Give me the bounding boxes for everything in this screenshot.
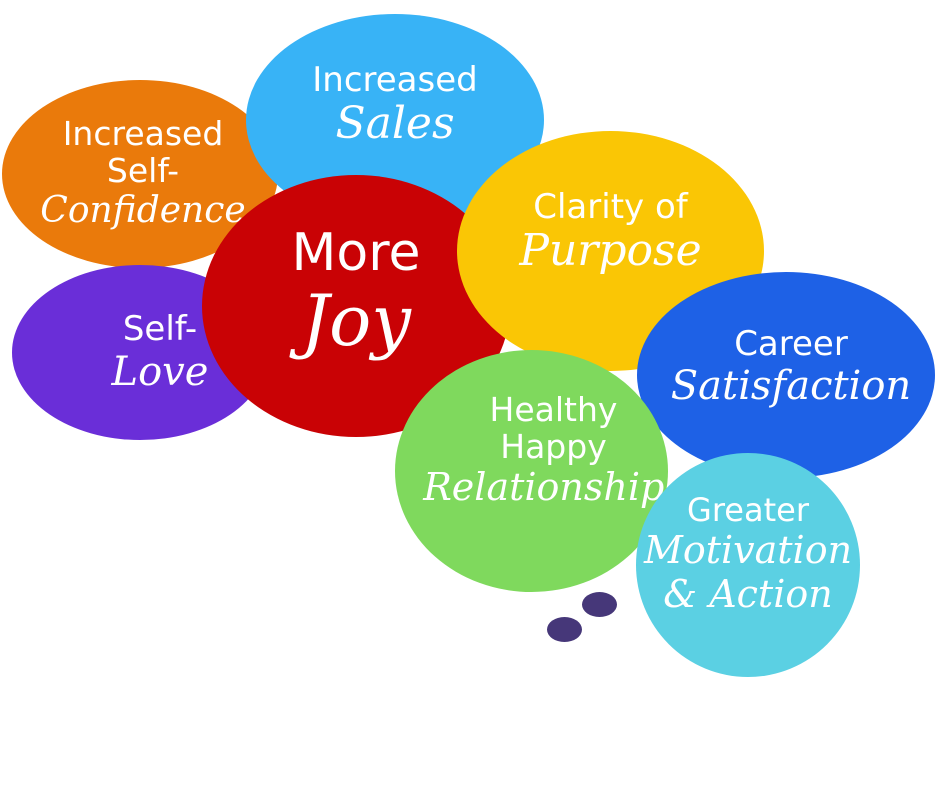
thought-dot-lower xyxy=(547,617,582,642)
bubble-healthy-happy-relationships: Healthy Happy Relationships xyxy=(395,350,684,592)
thought-dot-upper xyxy=(582,592,617,617)
bubble-label: Increased xyxy=(62,114,224,154)
bubble-script-label: Satisfaction xyxy=(670,363,912,410)
bubble-label: Self- xyxy=(122,309,198,350)
bubble-script-label: & Action xyxy=(663,571,833,616)
bubble-script-label: Confidence xyxy=(40,190,246,232)
bubble-label: Self- xyxy=(106,151,180,191)
bubble-script-label: Relationships xyxy=(423,465,684,510)
bubble-script-label: Motivation xyxy=(643,528,853,573)
bubble-career-satisfaction: Career Satisfaction xyxy=(637,272,935,478)
bubble-label: Healthy xyxy=(489,390,618,430)
bubble-greater-motivation-action: Greater Motivation & Action xyxy=(636,453,860,677)
bubble-script-label: Love xyxy=(111,348,209,395)
bubble-label: Greater xyxy=(687,491,809,530)
bubble-label: Career xyxy=(734,323,848,364)
bubble-label: Clarity of xyxy=(533,186,688,227)
bubble-increased-self-confidence: Increased Self- Confidence xyxy=(2,80,278,268)
bubble-script-label: Joy xyxy=(301,279,411,362)
bubble-label: Increased xyxy=(312,59,478,100)
bubble-script-label: Sales xyxy=(335,97,455,149)
bubble-label: Happy xyxy=(500,427,607,467)
bubble-script-label: Purpose xyxy=(519,224,702,276)
bubble-label: More xyxy=(291,223,421,284)
